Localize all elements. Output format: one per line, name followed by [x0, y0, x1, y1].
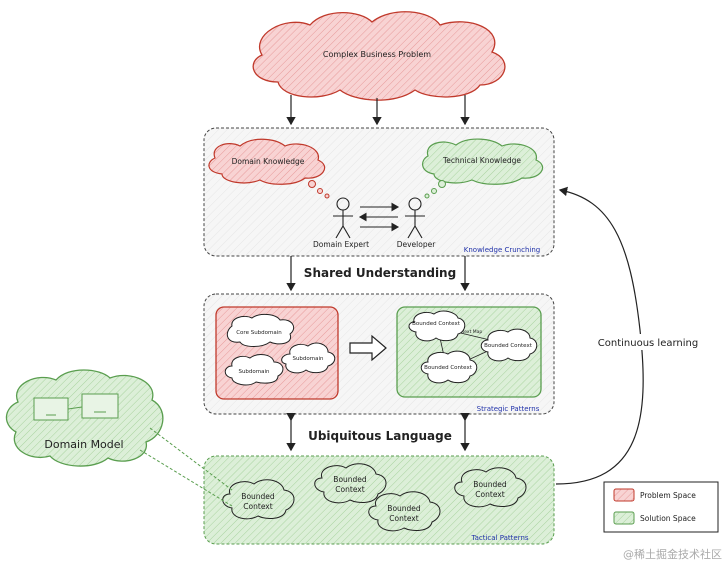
legend-solution-swatch	[613, 511, 635, 525]
bc-t1-line2: Context	[243, 502, 272, 511]
bc-s3-label: Bounded Context	[424, 365, 473, 371]
bounded-context-cloud-s1: Bounded Context	[408, 310, 466, 342]
bounded-context-cloud-t3: Bounded Context	[368, 491, 441, 532]
legend: Problem Space Solution Space	[603, 481, 719, 533]
knowledge-crunching-label: Knowledge Crunching	[464, 246, 540, 254]
tactical-patterns-label: Tactical Patterns	[470, 534, 528, 542]
exchange-arrows	[358, 202, 400, 232]
strategic-patterns-label: Strategic Patterns	[477, 405, 540, 413]
domain-model-cloud: Domain Model	[5, 369, 164, 467]
bc-t2-line1: Bounded	[333, 475, 367, 484]
bc-t2-line2: Context	[335, 485, 364, 494]
bc-s2-label: Bounded Context	[484, 343, 533, 349]
bc-t3-line1: Bounded	[387, 504, 421, 513]
problem-cloud: Complex Business Problem	[252, 11, 506, 101]
bounded-context-cloud-t4: Bounded Context	[454, 467, 527, 508]
shared-understanding-label: Shared Understanding	[304, 266, 456, 280]
bc-t4-line1: Bounded	[473, 480, 507, 489]
bounded-context-cloud-t2: Bounded Context	[314, 463, 387, 504]
continuous-learning-label: Continuous learning	[598, 338, 698, 349]
bounded-context-cloud-s2: Bounded Context	[480, 328, 538, 362]
technical-knowledge-cloud: Technical Knowledge	[422, 138, 544, 199]
problem-arrows	[286, 95, 470, 126]
continuous-loop: Continuous learning	[555, 186, 700, 485]
legend-problem-label: Problem Space	[640, 491, 696, 500]
subdomain-cloud-2: Subdomain	[281, 342, 336, 374]
bc-t1-line1: Bounded	[241, 492, 275, 501]
technical-knowledge-label: Technical Knowledge	[442, 156, 521, 165]
bc-t4-line2: Context	[475, 490, 504, 499]
tactical-panel: Bounded Context Bounded Context Bounded …	[203, 455, 555, 545]
legend-solution-label: Solution Space	[640, 514, 696, 523]
subdomain-label-1: Subdomain	[238, 369, 270, 375]
subdomain-cloud-1: Subdomain	[224, 354, 284, 386]
strategic-panel: Core Subdomain Subdomain Subdomain Conte…	[203, 293, 555, 415]
core-subdomain-label: Core Subdomain	[236, 330, 282, 336]
domain-model-connector	[139, 427, 233, 507]
transform-arrow	[349, 334, 387, 362]
domain-knowledge-label: Domain Knowledge	[232, 157, 305, 166]
problem-label: Complex Business Problem	[323, 50, 431, 59]
expert-figure	[333, 197, 353, 239]
developer-label: Developer	[397, 240, 436, 249]
bounded-context-cloud-s3: Bounded Context	[420, 350, 478, 384]
domain-model-label: Domain Model	[44, 438, 123, 451]
watermark: @稀土掘金技术社区	[623, 547, 722, 561]
bc-t3-line2: Context	[389, 514, 418, 523]
ubiquitous-arrows	[286, 412, 470, 452]
bc-s1-label: Bounded Context	[412, 321, 461, 327]
knowledge-panel: Domain Knowledge Technical Knowledge Dom…	[203, 127, 555, 257]
domain-knowledge-cloud: Domain Knowledge	[208, 138, 330, 199]
legend-problem-swatch	[613, 488, 635, 502]
developer-figure	[405, 197, 425, 239]
core-subdomain-cloud: Core Subdomain	[226, 313, 295, 347]
bounded-context-cloud-t1: Bounded Context	[222, 479, 295, 520]
ubiquitous-language-label: Ubiquitous Language	[308, 429, 452, 443]
subdomain-label-2: Subdomain	[292, 356, 324, 362]
expert-label: Domain Expert	[313, 240, 369, 249]
context-map-label: Context Map	[454, 329, 483, 335]
